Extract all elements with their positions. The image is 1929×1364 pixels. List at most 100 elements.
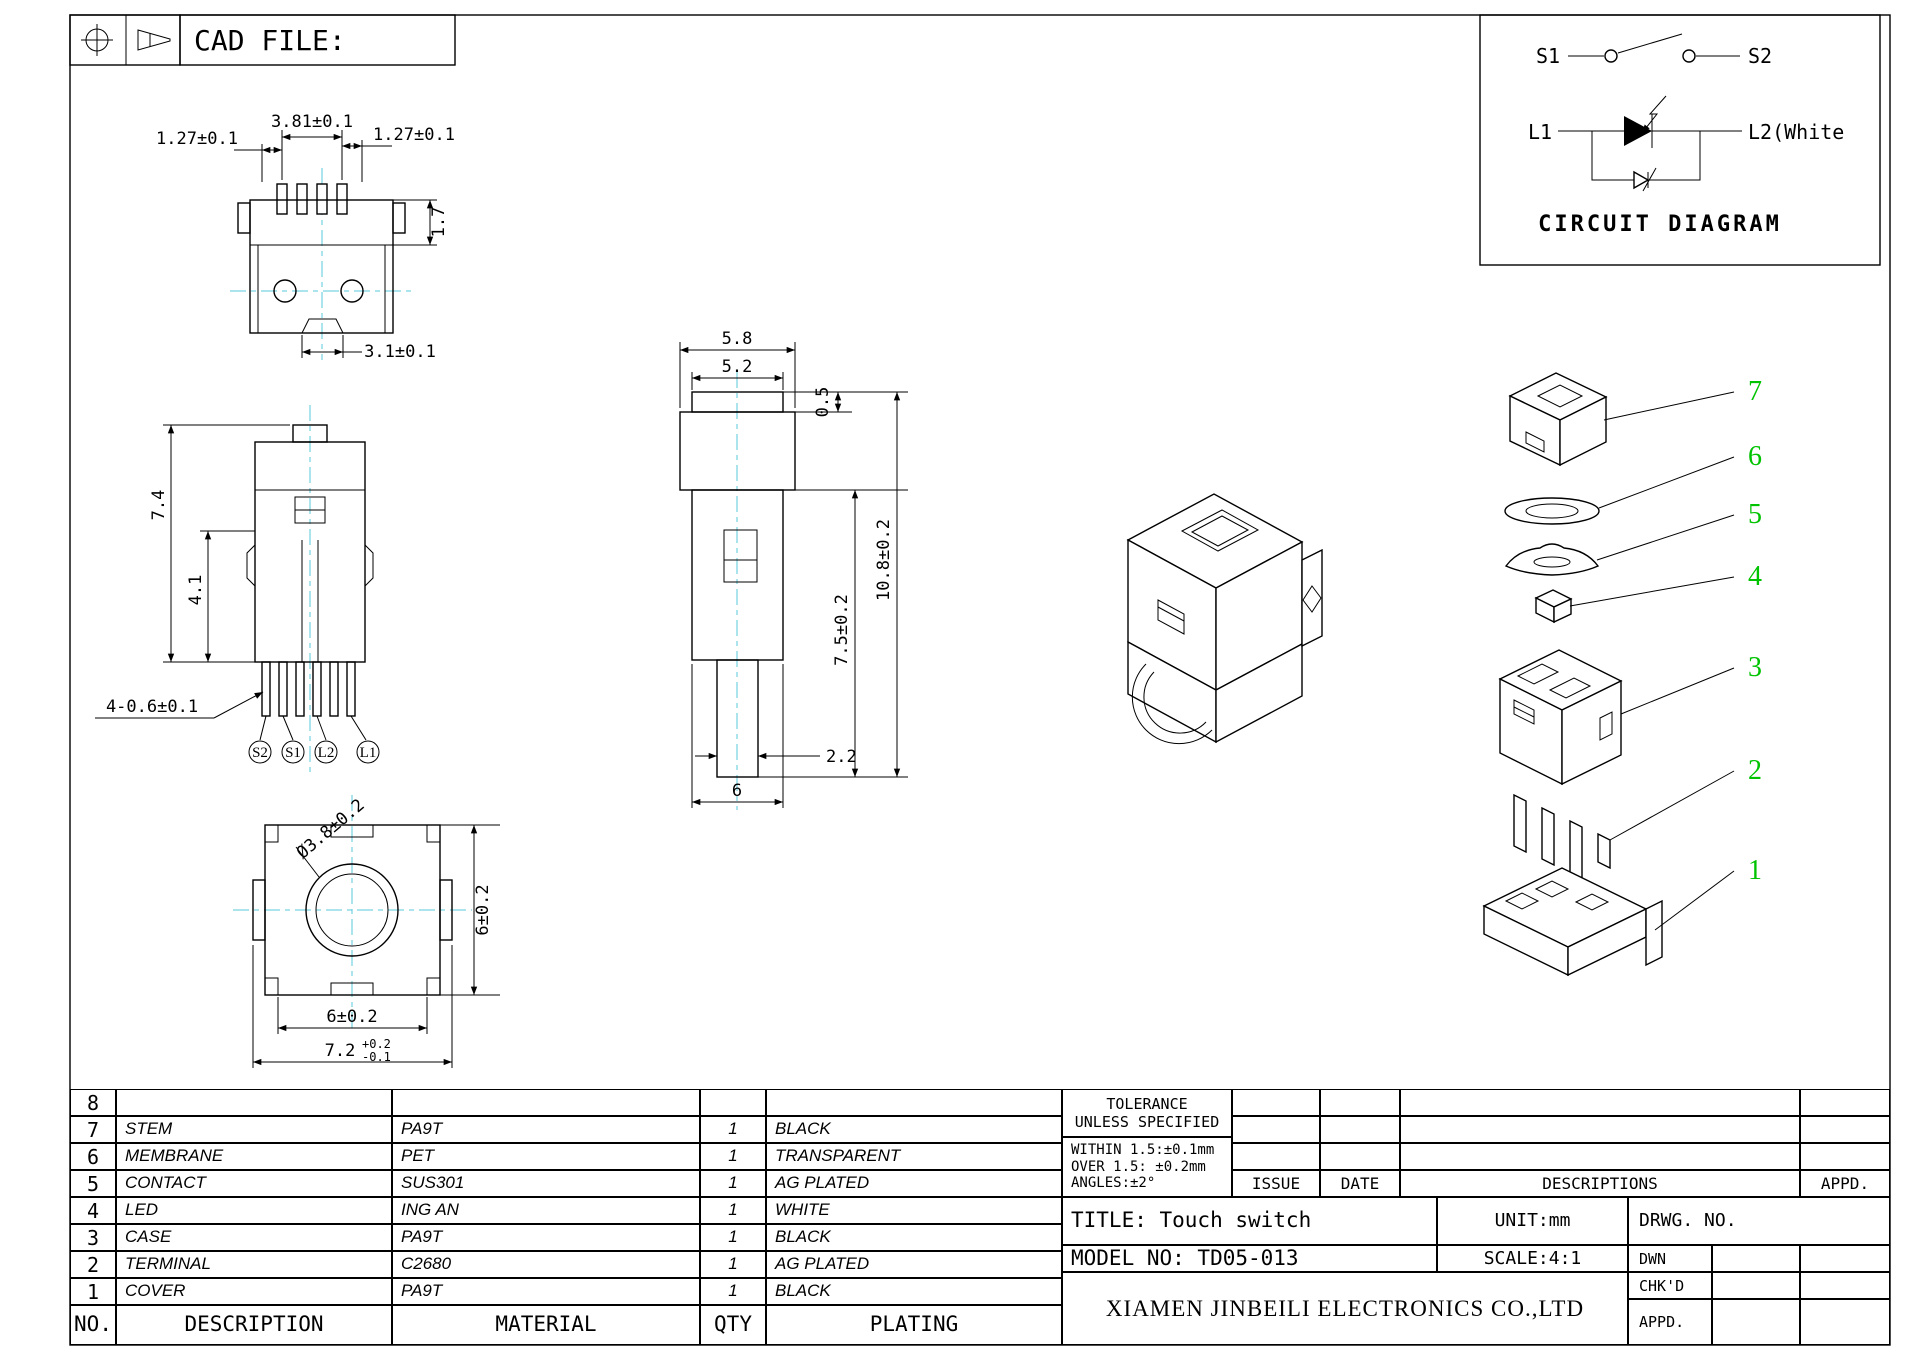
company-name: XIAMEN JINBEILI ELECTRONICS CO.,LTD bbox=[1062, 1272, 1628, 1345]
view-side: 5.8 5.2 0.5 7.5±0.2 10.8±0.2 2.2 6 bbox=[679, 329, 908, 810]
revision-cell bbox=[1320, 1116, 1400, 1143]
revision-header-issue: ISSUE bbox=[1232, 1170, 1320, 1197]
bom-row-8-qty bbox=[700, 1089, 766, 1116]
bom-row-1-no: 1 bbox=[70, 1278, 116, 1305]
bom-row-8-no: 8 bbox=[70, 1089, 116, 1116]
terminal-pin bbox=[278, 661, 288, 717]
revision-cell bbox=[1232, 1116, 1320, 1143]
revision-header-appd: APPD. bbox=[1800, 1170, 1890, 1197]
revision-cell bbox=[1232, 1089, 1320, 1116]
bom-row-3-qty: 1 bbox=[700, 1224, 766, 1251]
dim-pitch-right: 1.27±0.1 bbox=[373, 125, 455, 145]
mounting-hole bbox=[340, 279, 364, 303]
bom-header-material: MATERIAL bbox=[392, 1305, 700, 1345]
dim-body-height: 7.5±0.2 bbox=[832, 594, 852, 666]
cad-file-box: CAD FILE: bbox=[179, 14, 456, 66]
switch-blade bbox=[1617, 33, 1683, 54]
callout-5: 5 bbox=[1748, 499, 1762, 530]
projection-cone-icon bbox=[137, 29, 171, 51]
bom-row-4-plating: WHITE bbox=[766, 1197, 1062, 1224]
model-no: MODEL NO: TD05-013 bbox=[1062, 1245, 1437, 1272]
bom-row-8-description bbox=[116, 1089, 392, 1116]
side-flange bbox=[1301, 548, 1323, 648]
view-front: S2 S1 L2 L1 7.4 4.1 4-0.6±0.1 bbox=[95, 405, 380, 772]
dwn-appd-cell bbox=[1800, 1245, 1890, 1272]
dim-bottom-width: 6 bbox=[732, 781, 742, 801]
dim-stem-height: 0.5 bbox=[813, 387, 833, 418]
revision-cell bbox=[1800, 1143, 1890, 1170]
bom-row-3-plating: BLACK bbox=[766, 1224, 1062, 1251]
tolerance-values: WITHIN 1.5:±0.1mm OVER 1.5: ±0.2mm ANGLE… bbox=[1062, 1137, 1232, 1197]
stem-opening bbox=[1180, 509, 1260, 552]
bom-row-4-qty: 1 bbox=[700, 1197, 766, 1224]
dim-outer-width: 7.2 bbox=[325, 1041, 356, 1061]
drwg-no-label: DRWG. NO. bbox=[1628, 1197, 1890, 1245]
bom-row-4-description: LED bbox=[116, 1197, 392, 1224]
bom-row-2-description: TERMINAL bbox=[116, 1251, 392, 1278]
view-bottom: Ø3.8±0.2 6±0.2 6±0.2 7.2 +0.2 -0.1 bbox=[233, 795, 500, 1068]
dwn-value-cell bbox=[1712, 1245, 1800, 1272]
view-isometric bbox=[1126, 493, 1323, 745]
dim-body-height: 4.1 bbox=[186, 575, 206, 606]
tolerance-title: TOLERANCE UNLESS SPECIFIED bbox=[1062, 1089, 1232, 1137]
dim-total-height: 10.8±0.2 bbox=[874, 519, 894, 601]
datum-target-icon bbox=[81, 24, 113, 56]
bom-row-3-description: CASE bbox=[116, 1224, 392, 1251]
circuit-label-s1: S1 bbox=[1536, 44, 1560, 68]
bom-row-4-material: ING AN bbox=[392, 1197, 700, 1224]
revision-cell bbox=[1320, 1143, 1400, 1170]
bom-row-7-description: STEM bbox=[116, 1116, 392, 1143]
bom-row-6-material: PET bbox=[392, 1143, 700, 1170]
bom-row-1-qty: 1 bbox=[700, 1278, 766, 1305]
exploded-cover bbox=[1482, 867, 1663, 977]
bom-row-7-material: PA9T bbox=[392, 1116, 700, 1143]
revision-cell bbox=[1400, 1143, 1800, 1170]
dim-rail-height: 1.7 bbox=[429, 207, 449, 238]
dim-cap-width: 5.8 bbox=[722, 329, 753, 349]
pin-label-s2: S2 bbox=[252, 745, 268, 761]
dim-stem-diameter: Ø3.8±0.2 bbox=[293, 795, 369, 863]
circuit-title: CIRCUIT DIAGRAM bbox=[1538, 212, 1782, 237]
callout-3: 3 bbox=[1748, 652, 1762, 683]
dim-leg-width: 2.2 bbox=[826, 747, 857, 767]
revision-cell bbox=[1400, 1089, 1800, 1116]
bom-row-7-qty: 1 bbox=[700, 1116, 766, 1143]
dim-pitch-left: 1.27±0.1 bbox=[156, 129, 238, 149]
parallel-branch bbox=[1591, 131, 1701, 181]
front-window bbox=[1157, 599, 1185, 635]
bom-row-7-no: 7 bbox=[70, 1116, 116, 1143]
callout-4: 4 bbox=[1748, 561, 1762, 592]
cad-file-label: CAD FILE: bbox=[194, 24, 346, 57]
appd-label: APPD. bbox=[1628, 1299, 1712, 1345]
dim-side: 6±0.2 bbox=[473, 884, 493, 935]
bom-row-5-qty: 1 bbox=[700, 1170, 766, 1197]
terminal-pin bbox=[346, 661, 356, 717]
dim-outer-tol-plus: +0.2 bbox=[362, 1037, 391, 1051]
projection-symbol-box bbox=[69, 14, 181, 66]
chkd-value-cell bbox=[1712, 1272, 1800, 1299]
circuit-diagram: S1 S2 L1 L2(White CIRCUIT DIAGRAM bbox=[1479, 14, 1881, 266]
bom-row-3-material: PA9T bbox=[392, 1224, 700, 1251]
pin-label-s1: S1 bbox=[285, 745, 301, 761]
revision-header-descriptions: DESCRIPTIONS bbox=[1400, 1170, 1800, 1197]
pin-label-l2: L2 bbox=[318, 745, 335, 761]
bom-row-6-no: 6 bbox=[70, 1143, 116, 1170]
terminal-pin bbox=[329, 661, 339, 717]
exploded-stem bbox=[1508, 372, 1608, 467]
exploded-terminals bbox=[1513, 793, 1611, 880]
circuit-label-s2: S2 bbox=[1748, 44, 1772, 68]
dim-total-height: 7.4 bbox=[149, 490, 169, 521]
circuit-label-l2: L2(White bbox=[1748, 120, 1844, 144]
dim-pin-width: 4-0.6±0.1 bbox=[106, 697, 198, 717]
dim-notch-width: 3.1±0.1 bbox=[364, 342, 436, 362]
circuit-label-l1: L1 bbox=[1528, 120, 1552, 144]
appd-appd-cell bbox=[1800, 1299, 1890, 1345]
bom-header-description: DESCRIPTION bbox=[116, 1305, 392, 1345]
revision-cell bbox=[1800, 1089, 1890, 1116]
bom-row-1-plating: BLACK bbox=[766, 1278, 1062, 1305]
revision-cell bbox=[1400, 1116, 1800, 1143]
bom-row-1-description: COVER bbox=[116, 1278, 392, 1305]
led-arrow bbox=[1641, 95, 1667, 134]
